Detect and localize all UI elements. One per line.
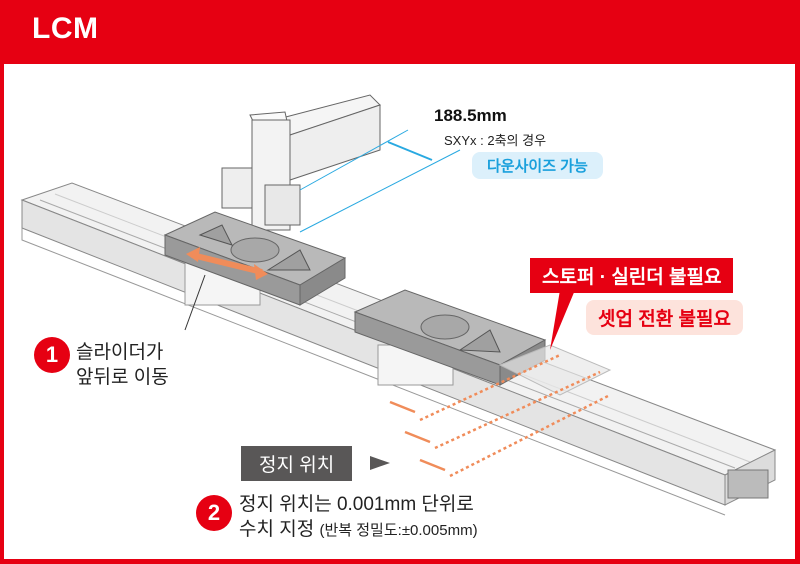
- no-stopper-callout: 스토퍼 · 실린더 불필요: [530, 258, 734, 293]
- step-1-line-2: 앞뒤로 이동: [76, 367, 169, 388]
- slider-block-2: [353, 289, 547, 386]
- dimension-note: SXYx : 2축의 경우: [444, 133, 547, 148]
- dimension-arrow: [387, 141, 433, 161]
- no-setup-callout: 셋업 전환 불필요: [586, 300, 743, 335]
- motor-end-cap: [727, 469, 769, 499]
- dimension-value: 188.5mm: [434, 106, 507, 125]
- step-2-line-1: 정지 위치는 0.001mm 단위로: [239, 494, 474, 515]
- lcm-illustration: [20, 94, 777, 516]
- header-bar: LCM: [0, 0, 800, 62]
- robot-column: [221, 94, 381, 231]
- callout-pointer: [550, 290, 575, 350]
- downsize-badge: 다운사이즈 가능: [472, 152, 603, 179]
- step-1-line-1: 슬라이더가: [76, 342, 164, 363]
- diagram-panel: 188.5mm SXYx : 2축의 경우 다운사이즈 가능 스토퍼 · 실린더…: [4, 64, 795, 559]
- repeatability-note: (반복 정밀도:±0.005mm): [319, 522, 478, 539]
- dimension-lines: [299, 129, 461, 233]
- move-arrow: [191, 252, 263, 275]
- ghost-slider: [498, 344, 612, 396]
- slider-block-1: [163, 211, 347, 331]
- stop-position-markers: [389, 353, 611, 478]
- step-2-text: 정지 위치는 0.001mm 단위로 수치 지정 (반복 정밀도:±0.005m…: [239, 492, 478, 543]
- step-1-text: 슬라이더가 앞뒤로 이동: [76, 340, 169, 390]
- step-2-badge: 2: [196, 495, 232, 531]
- step-1-badge: 1: [34, 337, 70, 373]
- page-title: LCM: [32, 12, 99, 45]
- stop-tag-pointer: [370, 456, 390, 470]
- stop-position-tag: 정지 위치: [241, 446, 353, 481]
- step-2-line-2: 수치 지정: [239, 519, 315, 540]
